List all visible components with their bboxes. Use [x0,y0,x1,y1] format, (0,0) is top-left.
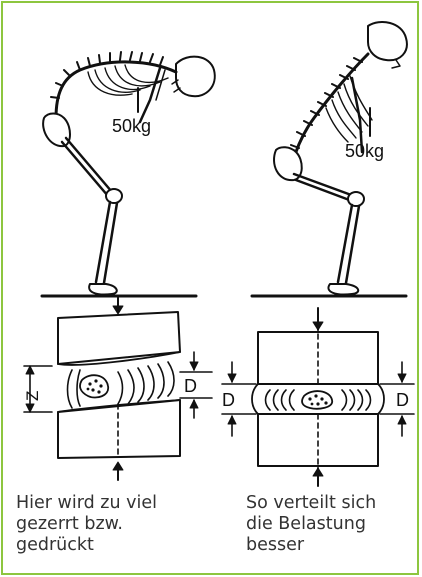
skeleton-straight-back [274,22,407,295]
disc-balanced-diagram [222,308,414,486]
disc-gap-label-z: Z [23,391,42,401]
weight-label-right: 50kg [345,141,384,161]
disc-height-label-left-diagram: D [184,376,197,396]
skeleton-bent-back [43,52,215,295]
weight-label-left: 50kg [112,116,151,136]
caption-right: So verteilt sich die Belastung besser [246,493,416,556]
disc-height-label-right-diagram-left: D [222,390,235,410]
caption-left: Hier wird zu viel gezerrt bzw. gedrückt [16,493,216,556]
disc-height-label-right-diagram-right: D [396,390,409,410]
